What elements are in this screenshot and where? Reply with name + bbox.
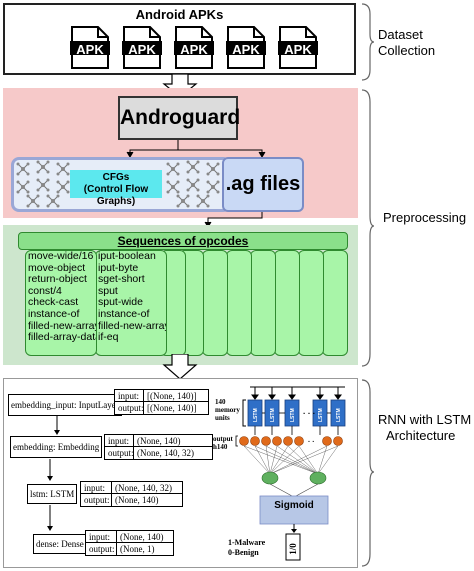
lstm-network-diagram: LSTM LSTM LSTM LSTM LSTM · · · · · [235,386,346,561]
androguard-box: Androguard [118,96,240,140]
layer-dense: dense: Dense [33,534,87,554]
layer-dense-out: (None, 1) [116,542,174,556]
svg-text:· · ·: · · · [303,409,315,418]
stage-brace-icon [361,89,374,367]
io-label: output: [85,542,117,556]
layer-lstm-out: (None, 140) [111,493,183,507]
layer-embedding: embedding: Embedding [10,436,103,458]
opcode-sequence-card [298,250,324,356]
stage-label-dataset: Dataset Collection [378,27,436,58]
opcode-sequence-card [226,250,252,356]
down-arrow-icon [162,354,198,380]
opcode-column: move-wide/16 move-object return-object c… [25,250,97,356]
opcode-column: iput-boolean iput-byte sget-short sput s… [95,250,167,356]
opcodes-title: Sequences of opcodes [18,232,348,250]
cfg-label: CFGs (Control Flow Graphs) [70,170,162,207]
dataset-collection-panel: Android APKs APK APK APK APK APK [3,3,356,75]
output-label: output h140 [213,435,233,451]
apk-file-icon: APK [122,25,162,70]
svg-text:LSTM: LSTM [336,408,342,422]
flow-arrows [126,140,266,228]
layer-embedding-out: (None, 140, 32) [133,446,213,460]
svg-text:LSTM: LSTM [270,408,276,422]
io-label: output: [80,493,112,507]
stage-label-rnn: RNN with LSTM Architecture [378,412,472,443]
dataset-title: Android APKs [135,7,224,22]
svg-text:· ·: · · [308,439,315,446]
memory-units-label: 140 memory units [215,398,240,422]
stage-brace-icon [361,379,374,567]
io-label: output: [114,401,144,415]
svg-text:LSTM: LSTM [318,408,324,422]
opcode-sequence-card [322,250,348,356]
apk-file-icon: APK [70,25,110,70]
stage-label-preprocessing: Preprocessing [383,210,467,225]
apk-file-icon: APK [174,25,214,70]
stage-brace-icon [361,3,374,81]
layer-input-out: [(None, 140)] [143,401,209,415]
ag-files-box: .ag files [222,157,304,212]
result-label: 1/0 [288,543,298,555]
svg-text:LSTM: LSTM [290,408,296,422]
io-label: output: [104,446,134,460]
apk-file-icon: APK [226,25,266,70]
svg-text:LSTM: LSTM [253,408,259,422]
sigmoid-label: Sigmoid [274,500,314,511]
layer-lstm: lstm: LSTM [27,484,78,504]
class-legend: 1-Malware 0-Benign [228,538,266,557]
apk-file-icon: APK [278,25,318,70]
layer-input: embedding_input: InputLayer [8,394,122,416]
